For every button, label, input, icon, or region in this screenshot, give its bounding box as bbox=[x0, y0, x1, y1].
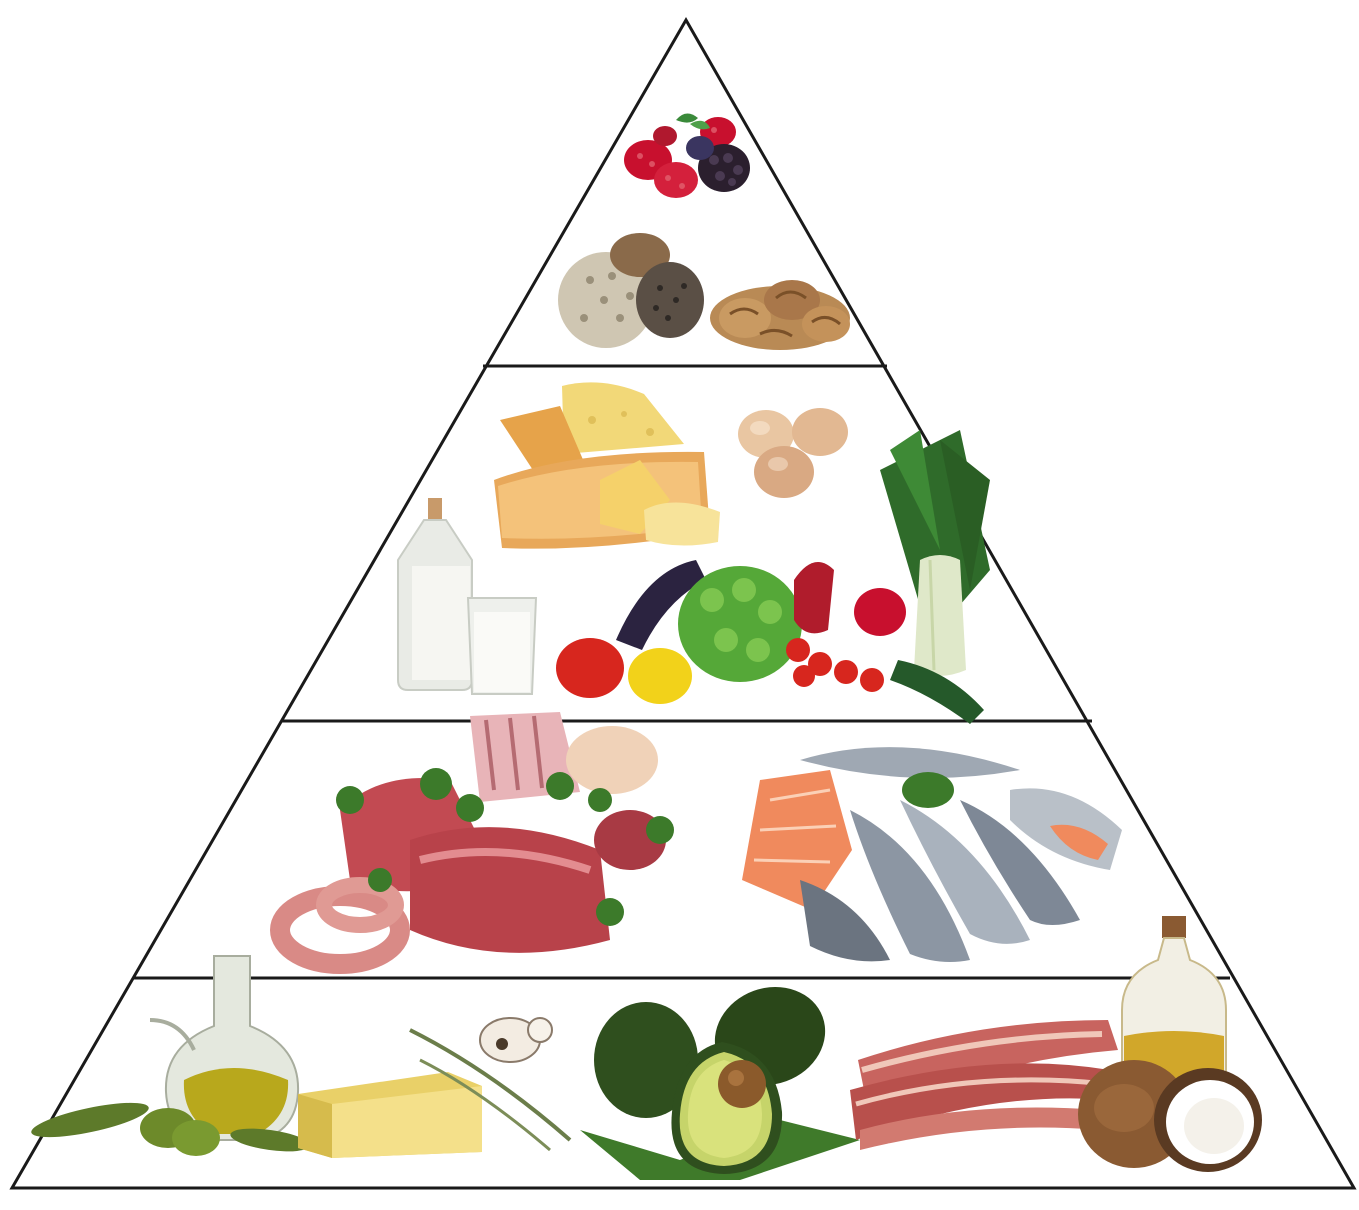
food-pyramid-diagram bbox=[0, 0, 1359, 1210]
pyramid-canvas bbox=[0, 0, 1359, 1210]
